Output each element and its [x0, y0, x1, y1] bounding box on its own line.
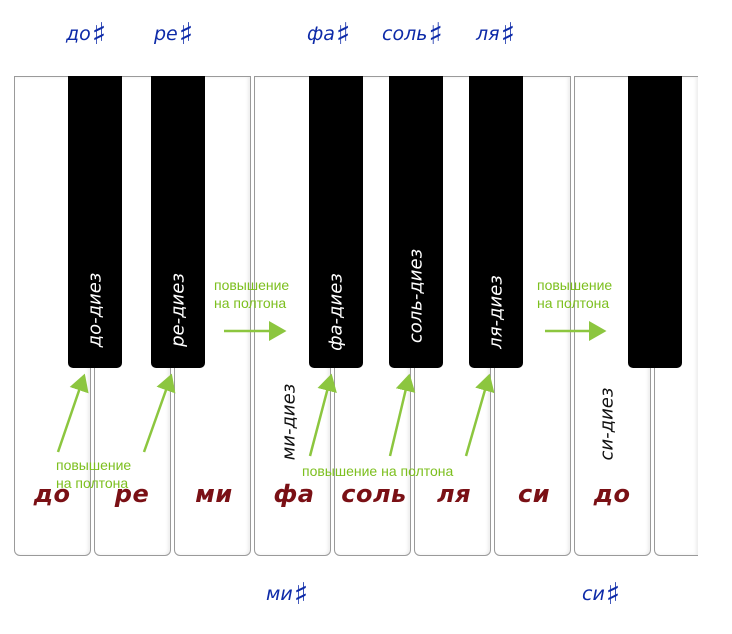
sharp-label-do: до♯	[66, 20, 106, 50]
arrow-to-la-sharp	[464, 373, 495, 457]
annotation-line: на полтона	[56, 475, 129, 491]
annotation-line: на полтона	[214, 295, 287, 311]
sharp-label-text: до	[66, 23, 91, 45]
annotation-line: повышение	[214, 277, 290, 293]
arrow-to-fa-sharp	[308, 373, 337, 457]
black-key-re-sharp[interactable]	[151, 76, 205, 368]
note-name-fa: фа	[273, 480, 315, 508]
sharp-label-mi: ми♯	[266, 580, 308, 610]
black-key-do-sharp[interactable]	[68, 76, 122, 368]
sharp-label-text: си	[582, 583, 605, 605]
sharp-label-sol: соль♯	[382, 20, 443, 50]
annotation-line: повышение	[56, 457, 132, 473]
sharp-symbol: ♯	[178, 17, 194, 52]
sharp-symbol: ♯	[605, 577, 621, 612]
note-name-la: ля	[437, 480, 471, 508]
sharp-symbol: ♯	[335, 17, 351, 52]
note-name-mi: ми	[195, 480, 233, 508]
sharp-label-text: ре	[154, 23, 178, 45]
note-name-re: ре	[114, 480, 150, 508]
annotation-line: повышение	[537, 277, 613, 293]
sharp-label-text: ля	[476, 23, 500, 45]
black-key-do-sharp-2[interactable]	[628, 76, 682, 368]
sharp-label-text: фа	[307, 23, 335, 45]
sharp-label-text: соль	[382, 23, 428, 45]
annotation-raise-semitone-3: повышение на полтона	[56, 456, 131, 492]
annotation-raise-semitone-2: повышение на полтона	[537, 276, 612, 312]
black-key-sol-sharp[interactable]	[389, 76, 443, 368]
sharp-symbol: ♯	[500, 17, 516, 52]
note-name-do-2: до	[593, 480, 631, 508]
annotation-raise-semitone-1: повышение на полтона	[214, 276, 289, 312]
sharp-label-si: си♯	[582, 580, 620, 610]
note-name-si: си	[517, 480, 551, 508]
black-key-la-sharp[interactable]	[469, 76, 523, 368]
arrow-to-do-sharp	[56, 373, 89, 453]
note-name-sol: соль	[341, 480, 407, 508]
sharp-symbol: ♯	[293, 577, 309, 612]
sharp-symbol: ♯	[91, 17, 107, 52]
annotation-raise-semitone-4: повышение на полтона	[302, 463, 454, 479]
note-name-do: до	[33, 480, 71, 508]
sharp-symbol: ♯	[428, 17, 443, 52]
black-key-fa-sharp[interactable]	[309, 76, 363, 368]
sharp-label-la: ля♯	[476, 20, 515, 50]
arrow-to-re-sharp	[142, 373, 176, 453]
sharp-label-fa: фа♯	[307, 20, 350, 50]
sharp-label-text: ми	[266, 583, 293, 605]
sharp-label-re: ре♯	[154, 20, 193, 50]
annotation-line: на полтона	[537, 295, 610, 311]
arrow-to-sol-sharp	[388, 373, 416, 457]
